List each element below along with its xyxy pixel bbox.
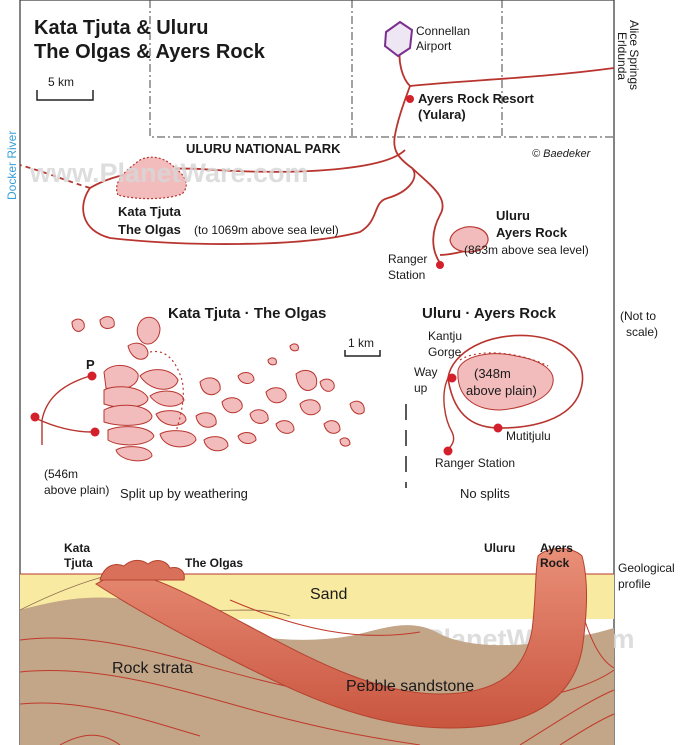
pebble-sandstone-layer [95,548,587,729]
park-label: ULURU NATIONAL PARK [186,141,341,156]
olgas-dotted-outline [149,350,184,433]
resort-label-1: Ayers Rock Resort [418,91,535,106]
profile-kata-1: Kata [64,541,90,555]
scale-label-main: 5 km [48,75,74,89]
park-boundary [149,0,614,138]
uluru-ranger-label: Ranger Station [435,456,515,470]
uluru-access-road [443,377,455,451]
map-title-line2: The Olgas & Ayers Rock [34,41,266,63]
pebble-sandstone-label: Pebble sandstone [346,678,474,695]
geo-profile-2: profile [618,577,651,591]
kata-tjuta-outline [116,156,187,200]
profile-ayers-1: Ayers [540,541,573,555]
kantju-label-1: Kantju [428,329,462,343]
location-markers [406,95,444,269]
profile-ayers-2: Rock [540,556,570,570]
airport-runway [383,20,414,58]
kata-label-1: Kata Tjuta [118,204,182,219]
way-up-label-2: up [414,381,428,395]
airport-label-1: Connellan [416,24,470,38]
profile-uluru: Uluru [484,541,515,555]
kantju-label-2: Gorge [428,345,462,359]
not-to-scale-1: (Not to [620,309,656,323]
way-up-label-1: Way [414,365,438,379]
uluru-detail-title: Uluru · Ayers Rock [422,305,557,322]
ranger-label-1: Ranger [388,252,427,266]
olgas-detail: Kata Tjuta · The Olgas P (546m above pla… [30,305,365,501]
not-to-scale-2: scale) [626,325,658,339]
olgas-detail-title: Kata Tjuta · The Olgas [168,305,326,322]
uluru-height-2: above plain) [466,383,537,398]
sand-label: Sand [310,586,347,603]
rock-strata-label: Rock strata [112,660,193,677]
olgas-access-road [34,375,93,445]
uluru-label-2: Ayers Rock [496,225,568,240]
parking-label: P [86,357,95,372]
roads [19,46,615,264]
uluru-label-1: Uluru [496,208,530,223]
alice-springs-label: Alice Springs [627,20,641,90]
uluru-caption: No splits [460,486,510,501]
mutitjulu-label: Mutitjulu [506,429,551,443]
scale-label-detail: 1 km [348,336,374,350]
profile-olgas: The Olgas [185,556,243,570]
ranger-label-2: Station [388,268,425,282]
map-title-line1: Kata Tjuta & Uluru [34,17,208,39]
copyright: © Baedeker [532,148,592,160]
docker-river-label: Docker River [5,131,19,200]
olgas-height-1: (546m [44,467,78,481]
erldunda-label: Erldunda [615,32,629,80]
uluru-rock [457,353,554,411]
geo-profile-1: Geological [618,561,675,575]
kata-label-2: The Olgas [118,222,181,237]
uluru-markers [443,373,503,456]
uluru-label-3: (863m above sea level) [464,243,589,257]
scale-bar-main [36,90,94,101]
uluru-dotted-outline [459,352,549,367]
watermark-top: www.PlanetWare.com [29,158,309,188]
resort-marker [406,95,414,103]
olgas-height-2: above plain) [44,483,109,497]
uluru-height-1: (348m [474,366,511,381]
airport-label-2: Airport [416,39,452,53]
resort-label-2: (Yulara) [418,107,466,122]
olgas-profile-bumps [99,559,185,581]
uluru-road-loop [447,334,584,429]
geological-profile: Kata Tjuta The Olgas Uluru Ayers Rock Sa… [19,541,615,745]
olgas-caption: Split up by weathering [120,486,248,501]
uluru-detail: Uluru · Ayers Rock Kantju Gorge Way up (… [414,305,584,501]
olgas-markers [30,371,100,437]
uluru-outline [449,226,489,253]
ranger-marker [436,261,444,269]
kata-label-3: (to 1069m above sea level) [194,223,339,237]
olgas-rock-blobs [71,316,365,462]
scale-bar-detail [344,350,381,357]
profile-kata-2: Tjuta [64,556,93,570]
